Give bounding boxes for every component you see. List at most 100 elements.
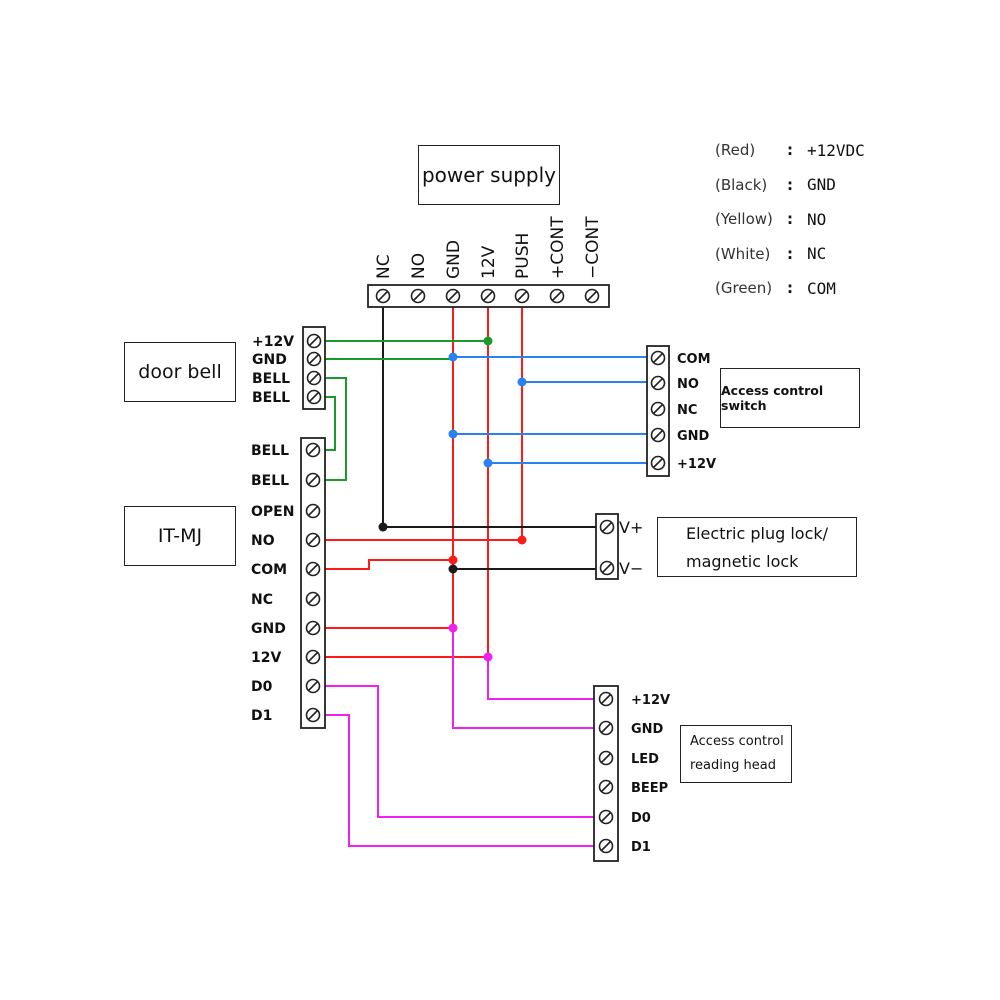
screw-slot [412,290,424,302]
legend-color: (White) [715,244,771,263]
screw-slot [652,352,664,364]
screw-icon [305,503,321,519]
legend-signal: COM [807,278,836,298]
power-supply-terminal-label: GND [444,240,464,279]
screw-icon [305,707,321,723]
it-mj-terminal-label: BELL [251,473,289,489]
door-bell-terminal-block [302,326,326,410]
it-mj-terminal-label: BELL [251,443,289,459]
switch-terminal-label: GND [677,429,710,444]
reader-terminal-label: GND [631,722,664,737]
screw-icon [598,750,614,766]
switch-terminal-label: NO [677,377,699,392]
power-supply-terminal-label: NO [409,253,429,279]
wire-reader-12v [487,657,594,700]
screw-slot [308,372,320,384]
reader-terminal-label: BEEP [631,781,668,796]
reader-terminal-label: +12V [631,693,670,708]
door-bell-terminal-label: GND [252,352,287,368]
screw-icon [305,472,321,488]
screw-slot [308,353,320,365]
screw-slot [307,563,319,575]
screw-icon [306,351,322,367]
wire-reader-gnd [452,628,594,729]
screw-slot [652,457,664,469]
screw-slot [600,781,612,793]
screw-icon [598,838,614,854]
legend-signal: NO [807,209,827,229]
screw-slot [307,474,319,486]
wire-bell-a [325,377,347,481]
junction-dot [483,652,493,662]
screw-slot [516,290,528,302]
screw-slot [307,622,319,634]
screw-icon [650,350,666,366]
wire-reader-d1 [325,714,594,847]
door-bell-terminal-label: BELL [252,371,290,387]
screw-slot [307,593,319,605]
junction-dot [517,535,527,545]
electric-lock-label-line2: magnetic lock [686,552,799,571]
electric-lock-label-line1: Electric plug lock/ [686,524,829,543]
reading-head-label-line1: Access control [690,734,784,749]
screw-slot [308,335,320,347]
access-control-switch-label: Access control switch [721,383,824,413]
power-supply-terminal-label: +CONT [548,216,568,279]
door-bell-box: door bell [124,342,236,402]
screw-icon [305,532,321,548]
switch-terminal-label: COM [677,352,711,367]
power-supply-terminal-label: −CONT [583,216,603,279]
power-supply-terminal-label: NC [374,254,394,279]
it-mj-label: IT-MJ [157,525,203,547]
screw-slot [377,290,389,302]
door-bell-terminal-label: BELL [252,390,290,406]
power-supply-label: power supply [421,163,557,187]
reader-terminal-label: D1 [631,840,651,855]
screw-slot [601,521,613,533]
wire-reader-d0 [325,685,594,818]
screw-icon [410,288,426,304]
legend-row-yellow: (Yellow) : NO [715,202,865,237]
screw-icon [306,333,322,349]
junction-dot [517,377,527,387]
junction-dot [448,564,458,574]
electric-lock-box: Electric plug lock/ magnetic lock [657,517,857,577]
screw-icon [549,288,565,304]
screw-slot [600,722,612,734]
it-mj-terminal-label: NO [251,533,275,549]
it-mj-box: IT-MJ [124,506,236,566]
reader-terminal-block [593,685,619,862]
it-mj-terminal-label: OPEN [251,504,294,520]
screw-slot [586,290,598,302]
screw-slot [600,752,612,764]
reader-terminal-label: LED [631,752,659,767]
it-mj-terminal-label: 12V [251,650,281,666]
reading-head-box: Access control reading head [680,725,792,783]
screw-icon [514,288,530,304]
screw-icon [599,560,615,576]
switch-terminal-label: +12V [677,457,716,472]
power-supply-terminal-label: PUSH [513,233,533,279]
lock-terminal-label: V− [619,559,643,578]
legend-colon: : [787,244,793,263]
door-bell-label: door bell [138,361,222,383]
legend-color: (Red) [715,141,756,160]
screw-icon [305,442,321,458]
junction-dot [483,458,493,468]
door-bell-terminal-label: +12V [252,334,294,350]
legend-colon: : [787,175,793,194]
screw-slot [600,693,612,705]
screw-icon [306,370,322,386]
reader-terminal-label: D0 [631,811,651,826]
screw-icon [650,455,666,471]
legend-signal: NC [807,244,827,264]
it-mj-terminal-label: COM [251,562,287,578]
junction-dot [378,522,388,532]
screw-icon [584,288,600,304]
screw-slot [308,391,320,403]
switch-terminal-label: NC [677,403,697,418]
junction-dot [448,555,458,565]
legend-signal: GND [807,175,836,195]
screw-icon [650,401,666,417]
